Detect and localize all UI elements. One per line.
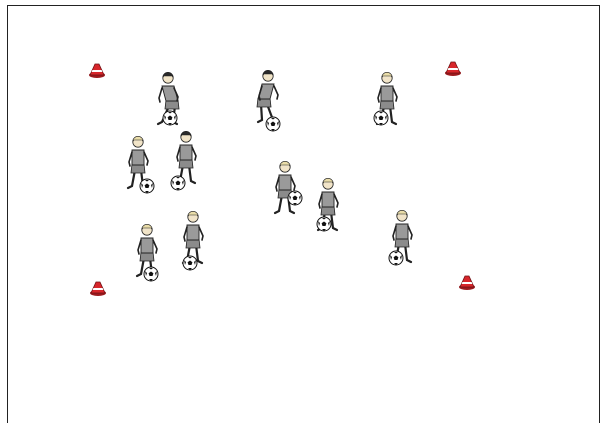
soccer-ball-icon xyxy=(183,256,197,270)
soccer-ball-icon xyxy=(171,176,185,190)
cone-bottom-right-icon xyxy=(459,276,475,290)
cone-bottom-left-icon xyxy=(90,282,106,296)
player-8 xyxy=(137,224,158,281)
cone-top-right-icon xyxy=(445,62,461,76)
soccer-ball-icon xyxy=(144,267,158,281)
player-1 xyxy=(158,72,179,125)
cone-top-left-icon xyxy=(89,64,105,78)
player-6 xyxy=(275,161,302,213)
player-9 xyxy=(183,211,203,270)
soccer-ball-icon xyxy=(374,111,388,125)
soccer-ball-icon xyxy=(317,217,331,231)
player-4 xyxy=(128,136,154,193)
player-3 xyxy=(374,72,397,125)
soccer-ball-icon xyxy=(140,179,154,193)
soccer-ball-icon xyxy=(266,117,280,131)
player-7 xyxy=(317,178,338,231)
soccer-ball-icon xyxy=(163,111,177,125)
player-2 xyxy=(257,70,280,131)
soccer-ball-icon xyxy=(288,191,302,205)
player-5 xyxy=(171,131,196,190)
player-10 xyxy=(389,210,412,265)
soccer-ball-icon xyxy=(389,251,403,265)
